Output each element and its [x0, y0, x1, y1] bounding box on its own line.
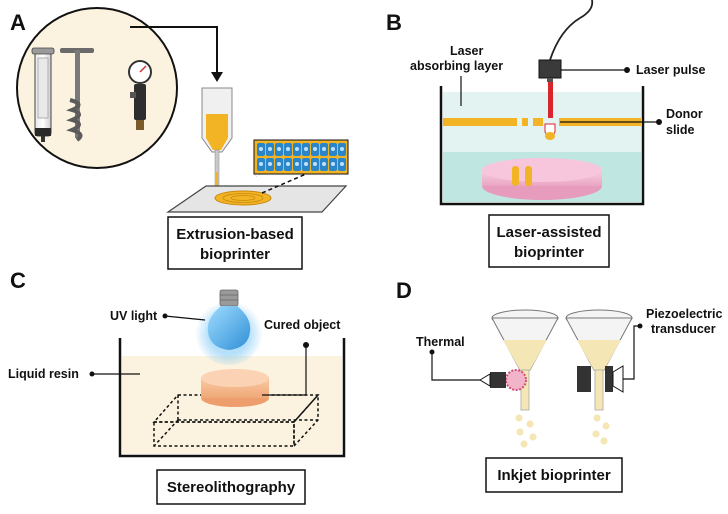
label-laser-pulse: Laser pulse: [636, 63, 706, 77]
label-donor-1: Donor: [666, 107, 703, 121]
grid-cell-nucleus: [340, 162, 344, 166]
grid-cell-nucleus: [286, 147, 290, 151]
tool-inset-circle: [16, 7, 178, 169]
inkjet-funnel-thermal: [491, 309, 559, 411]
panel-a: A: [10, 7, 349, 270]
droplet: [520, 440, 528, 448]
label-thermal: Thermal: [416, 335, 465, 349]
droplets: [515, 414, 610, 448]
leader-dot: [303, 342, 309, 348]
grid-cell-nucleus: [295, 147, 299, 151]
caption-b-line1: Laser-assisted: [496, 224, 601, 241]
panel-c: C UV light: [8, 268, 346, 505]
leader-dot: [637, 323, 643, 329]
grid-cell-nucleus: [259, 147, 263, 151]
grid-cell-nucleus: [277, 147, 281, 151]
panel-d-letter: D: [396, 278, 412, 303]
leader-dot: [656, 119, 662, 125]
uv-bulb-icon: [195, 289, 263, 365]
label-donor-2: slide: [666, 123, 695, 137]
label-cured-object: Cured object: [264, 318, 341, 332]
leader-piezo: [623, 325, 640, 380]
panel-b: B: [386, 0, 706, 268]
receiving-dish: [482, 158, 602, 200]
syringe-icon: [31, 47, 55, 142]
auger-screw-icon: [60, 48, 94, 142]
caption-d-text: Inkjet bioprinter: [497, 467, 611, 484]
cell-grid: [257, 143, 346, 171]
panel-b-letter: B: [386, 10, 402, 35]
grid-cell-nucleus: [313, 147, 317, 151]
caption-c: Stereolithography: [156, 469, 306, 505]
droplet: [592, 430, 600, 438]
leader-thermal: [431, 352, 480, 381]
cured-object: [201, 369, 269, 407]
inset-arrowhead: [211, 72, 223, 82]
extruder-syringe: [201, 87, 233, 196]
caption-b: Laser-assisted bioprinter: [488, 214, 610, 268]
caption-a: Extrusion-based bioprinter: [167, 216, 303, 270]
pressure-gauge-icon: [128, 60, 152, 130]
label-uv-light: UV light: [110, 309, 158, 323]
panel-a-letter: A: [10, 10, 26, 35]
cell-grid-zoom: [253, 139, 349, 175]
caption-d: Inkjet bioprinter: [485, 457, 623, 493]
zoom-line: [261, 173, 307, 194]
leader-dot: [429, 349, 435, 355]
caption-a-line1: Extrusion-based: [176, 226, 294, 243]
inkjet-funnel-piezo: [565, 309, 633, 411]
caption-b-line2: bioprinter: [514, 244, 584, 261]
grid-cell-nucleus: [313, 162, 317, 166]
caption-a-line2: bioprinter: [200, 246, 270, 263]
grid-cell-nucleus: [259, 162, 263, 166]
inset-arrow: [130, 26, 218, 74]
label-laser-absorbing-2: absorbing layer: [410, 59, 503, 73]
panel-d: D Thermal: [396, 278, 722, 493]
grid-cell-nucleus: [268, 147, 272, 151]
laser-head: [538, 0, 594, 140]
grid-cell-nucleus: [340, 147, 344, 151]
label-laser-absorbing-1: Laser: [450, 44, 483, 58]
grid-cell-nucleus: [322, 147, 326, 151]
thermal-heater-icon: [479, 369, 527, 391]
grid-cell-nucleus: [304, 147, 308, 151]
build-plate: [166, 185, 348, 213]
label-piezo-2: transducer: [651, 322, 716, 336]
grid-cell-nucleus: [304, 162, 308, 166]
leader-dot: [89, 371, 95, 377]
build-platform-outline: [152, 393, 320, 448]
label-liquid-resin: Liquid resin: [8, 367, 79, 381]
leader-cured-object: [262, 346, 307, 396]
caption-c-text: Stereolithography: [167, 479, 296, 496]
grid-cell-nucleus: [322, 162, 326, 166]
grid-cell-nucleus: [331, 162, 335, 166]
leader-dot: [162, 313, 168, 319]
piezo-transducer-icon: [577, 365, 624, 393]
grid-cell-nucleus: [331, 147, 335, 151]
droplet: [600, 437, 608, 445]
leader-uv-light: [164, 315, 206, 321]
droplet: [516, 428, 524, 436]
grid-cell-nucleus: [268, 162, 272, 166]
label-piezo-1: Piezoelectric: [646, 307, 722, 321]
droplet: [593, 414, 601, 422]
droplet: [515, 414, 523, 422]
grid-cell-nucleus: [277, 162, 281, 166]
grid-cell-nucleus: [295, 162, 299, 166]
grid-cell-nucleus: [286, 162, 290, 166]
droplet: [529, 433, 537, 441]
droplet: [602, 422, 610, 430]
leader-dot: [624, 67, 630, 73]
droplet: [526, 420, 534, 428]
panel-c-letter: C: [10, 268, 26, 293]
